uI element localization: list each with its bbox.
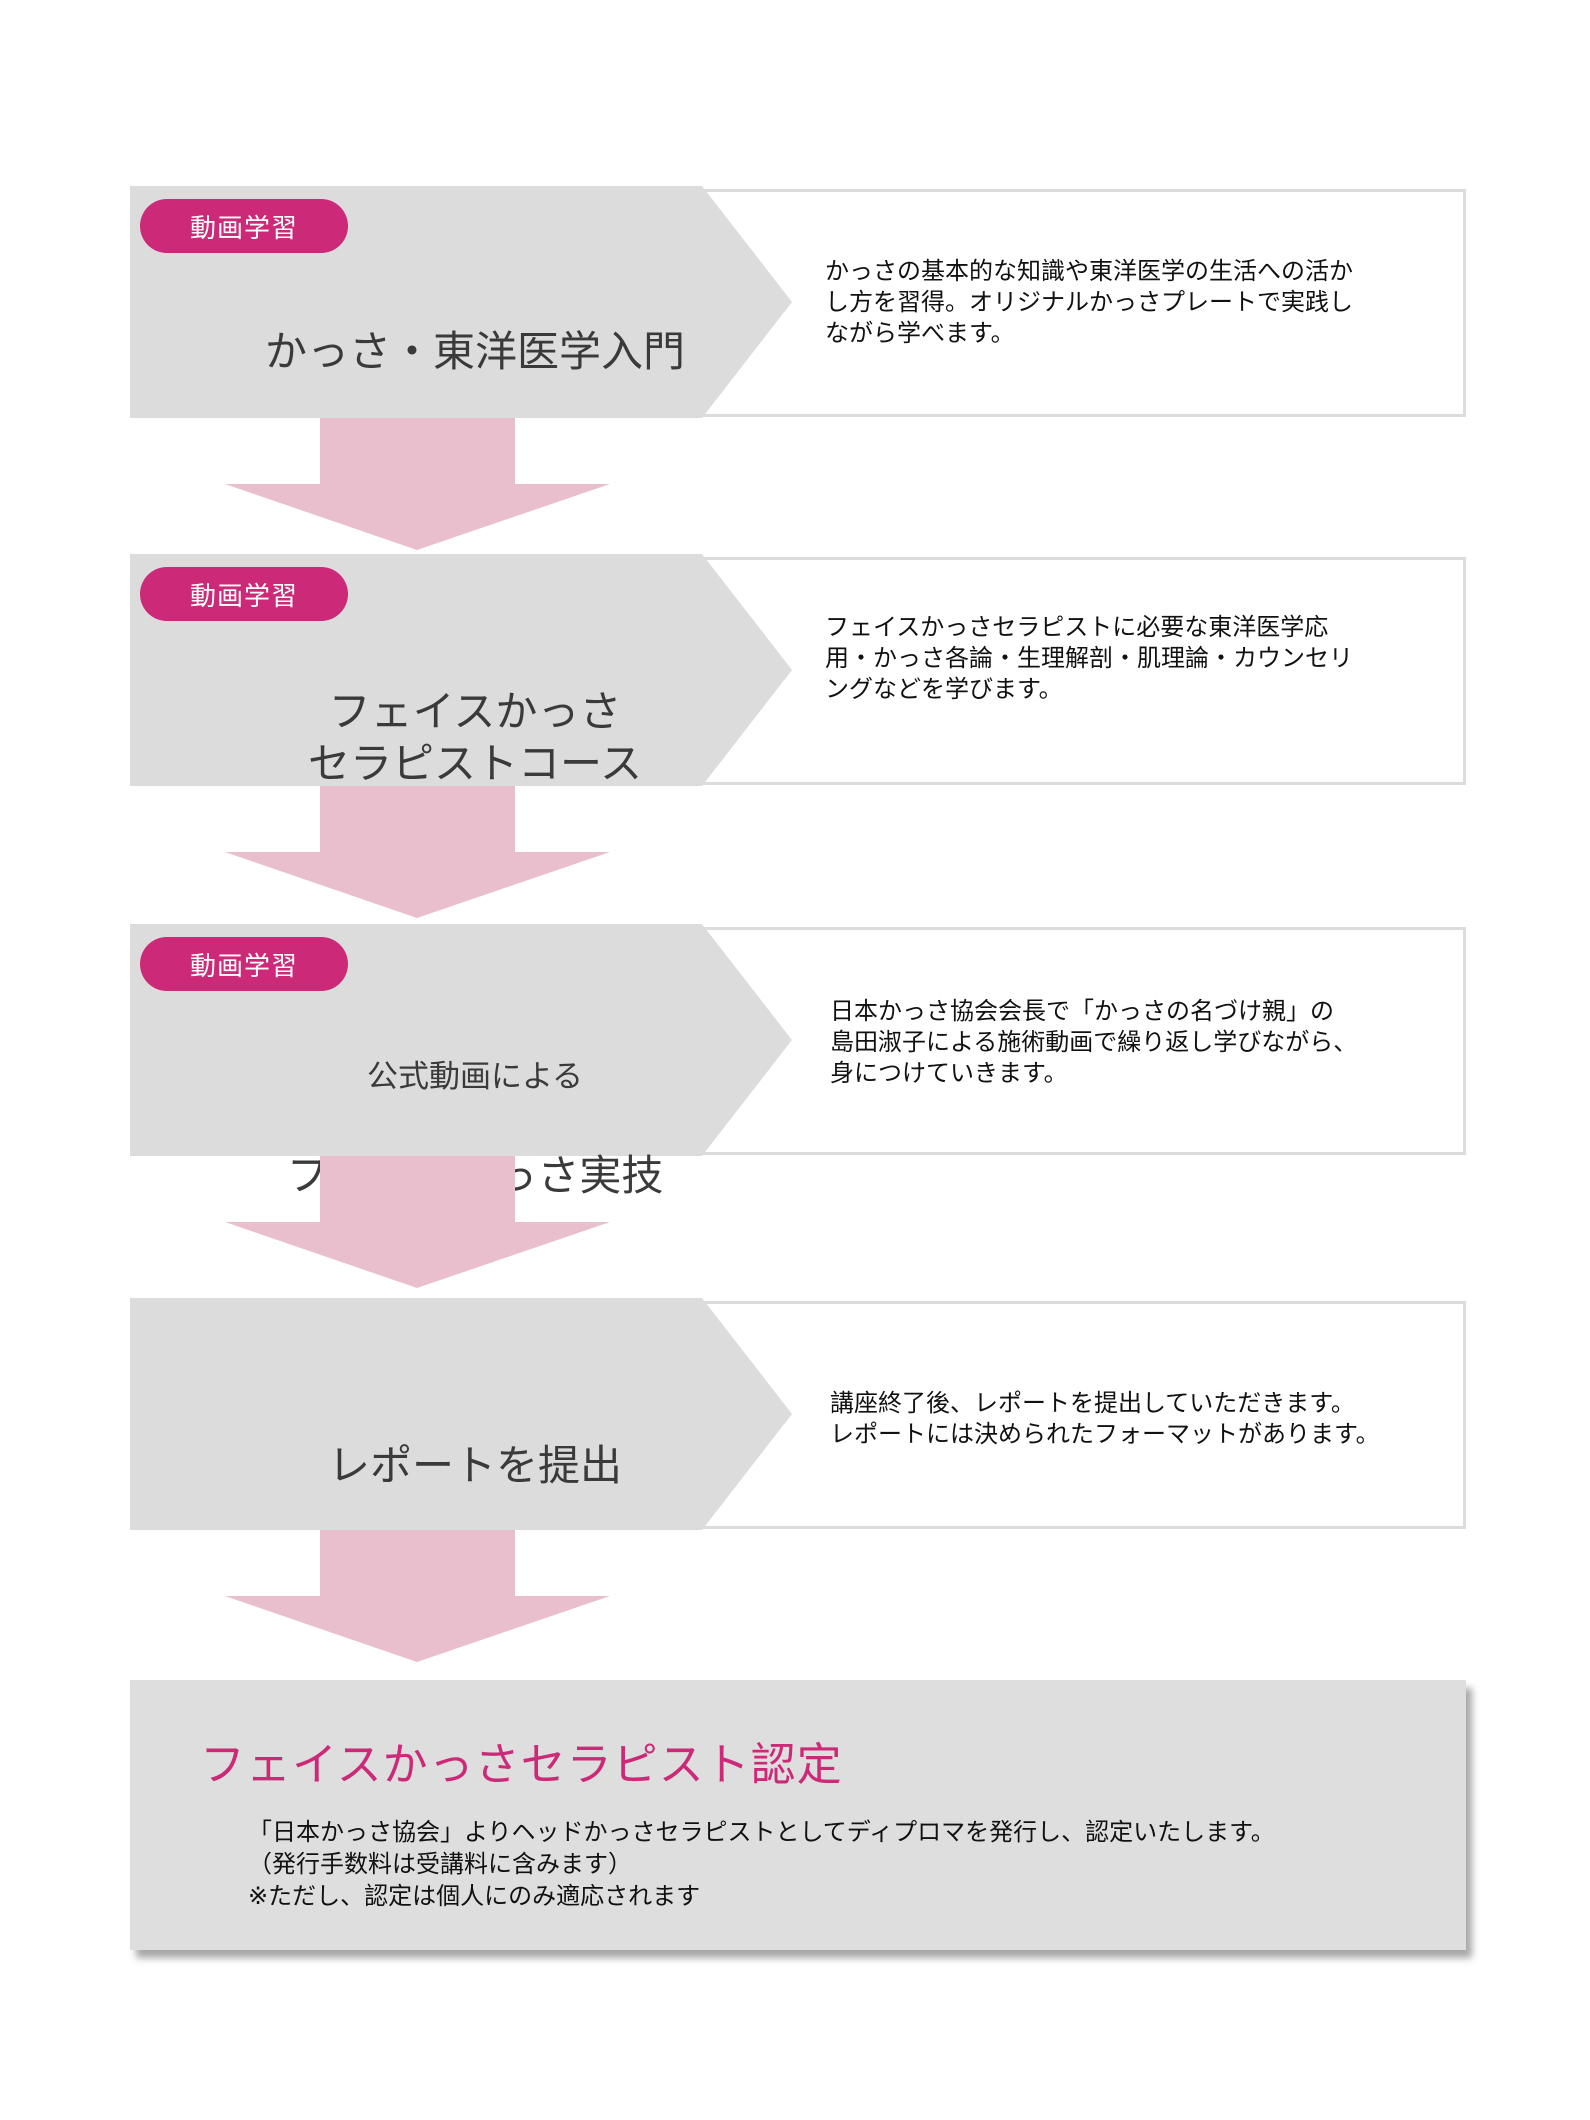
arrow-1: [225, 418, 610, 550]
step-4-title: レポートを提出: [130, 1388, 820, 1492]
step-2: 動画学習 フェイスかっさ セラピストコース フェイスかっさセラピストに必要な東洋…: [130, 554, 1466, 788]
step-1-title-text: かっさ・東洋医学入門: [264, 327, 685, 376]
step-3-description-box: [700, 927, 1466, 1155]
step-4: レポートを提出 講座終了後、レポートを提出していただきます。 レポートには決めら…: [130, 1298, 1466, 1530]
arrow-4: [225, 1530, 610, 1662]
step-3: 動画学習 公式動画による フェイスかっさ実技 日本かっさ協会会長で「かっさの名づ…: [130, 924, 1466, 1200]
step-3-description: 日本かっさ協会会長で「かっさの名づけ親」の 島田淑子による施術動画で繰り返し学び…: [830, 997, 1358, 1087]
step-3-subtitle: 公式動画による: [366, 1059, 584, 1095]
step-2-title: フェイスかっさ セラピストコース: [130, 634, 820, 790]
step-1-title: かっさ・東洋医学入門: [130, 274, 820, 378]
certification-line-1: 「日本かっさ協会」よりヘッドかっさセラピストとしてディプロマを発行し、認定いたし…: [248, 1818, 1275, 1846]
certification-box: フェイスかっさセラピスト認定 「日本かっさ協会」よりヘッドかっさセラピストとして…: [130, 1680, 1466, 1950]
step-4-chevron: [130, 1298, 792, 1530]
certification-title: フェイスかっさセラピスト認定: [200, 1738, 843, 1791]
step-2-title-text: フェイスかっさ セラピストコース: [308, 687, 642, 788]
step-1-description-box: [700, 189, 1466, 417]
arrow-2: [225, 786, 610, 918]
certification-line-2: （発行手数料は受講料に含みます）: [248, 1850, 632, 1878]
step-1-description: かっさの基本的な知識や東洋医学の生活への活か し方を習得。オリジナルかっさプレー…: [825, 257, 1353, 347]
step-3-badge: 動画学習: [140, 937, 348, 991]
certification-line-3: ※ただし、認定は個人にのみ適応されます: [248, 1882, 701, 1910]
step-4-description: 講座終了後、レポートを提出していただきます。 レポートには決められたフォーマット…: [830, 1389, 1380, 1448]
step-1-badge: 動画学習: [140, 199, 348, 253]
step-4-description-box: [700, 1301, 1466, 1529]
step-4-title-text: レポートを提出: [327, 1441, 622, 1490]
step-1: 動画学習 かっさ・東洋医学入門 かっさの基本的な知識や東洋医学の生活への活か し…: [130, 186, 1466, 418]
step-2-description: フェイスかっさセラピストに必要な東洋医学応 用・かっさ各論・生理解剖・肌理論・カ…: [825, 613, 1353, 703]
certification-body: 「日本かっさ協会」よりヘッドかっさセラピストとしてディプロマを発行し、認定いたし…: [248, 1816, 1275, 1912]
step-2-badge: 動画学習: [140, 567, 348, 621]
arrow-3: [225, 1156, 610, 1288]
